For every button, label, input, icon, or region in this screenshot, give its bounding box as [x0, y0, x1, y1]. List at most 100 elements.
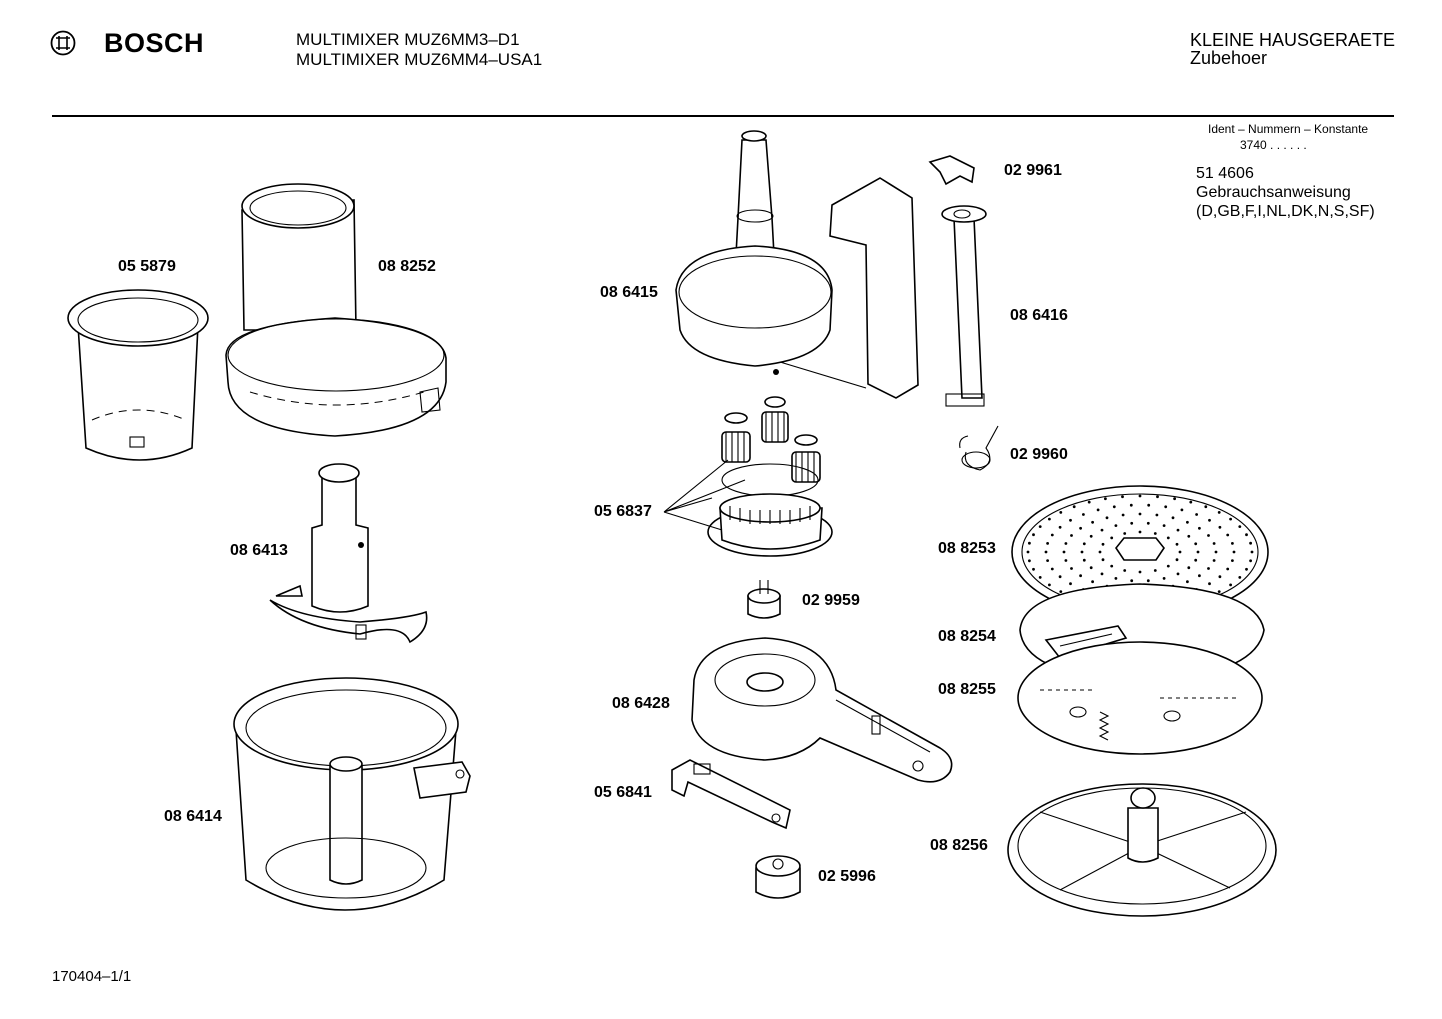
grater-hole [1112, 505, 1116, 509]
grater-hole [1032, 567, 1035, 571]
grater-hole [1089, 534, 1093, 538]
part-088256-disc-carrier [1007, 783, 1277, 917]
part-029961-clip [928, 155, 975, 186]
grater-hole [1114, 524, 1118, 527]
grater-hole [1162, 577, 1166, 580]
grater-hole [1098, 550, 1102, 554]
grater-hole [1064, 559, 1068, 562]
category: KLEINE HAUSGERAETE [1190, 30, 1396, 50]
grater-hole [1072, 505, 1076, 509]
grater-hole [1138, 494, 1142, 498]
grater-hole [1194, 558, 1198, 562]
grater-hole [1226, 567, 1230, 571]
grater-hole [1138, 530, 1142, 534]
grater-hole [1082, 542, 1086, 546]
document-languages: (D,GB,F,I,NL,DK,N,S,SF) [1196, 203, 1375, 220]
part-label-086415: 08 6415 [600, 284, 658, 301]
grater-hole [1176, 528, 1180, 532]
grater-hole [1196, 550, 1200, 554]
grater-hole [1232, 550, 1236, 554]
grater-hole [1089, 566, 1093, 570]
grater-hole [1166, 536, 1170, 540]
grater-hole [1156, 495, 1159, 499]
grater-hole [1048, 517, 1051, 521]
grater-hole [1146, 521, 1150, 525]
part-086416-pusher-rod [941, 205, 987, 407]
grater-hole [1110, 536, 1114, 540]
grater-hole [1249, 541, 1252, 545]
part-label-029960: 02 9960 [1010, 446, 1068, 463]
grater-hole [1101, 542, 1105, 546]
grater-hole [1096, 508, 1100, 512]
grater-hole [1249, 559, 1252, 563]
part-086428-base-housing [691, 637, 953, 783]
grater-hole [1058, 575, 1062, 579]
grater-hole [1058, 525, 1062, 529]
grater-hole [1028, 541, 1031, 545]
grater-hole [1208, 582, 1211, 586]
grater-hole [1207, 567, 1210, 570]
model-line-1: MULTIMIXER MUZ6MM3–D1 [296, 30, 520, 49]
grater-hole [1212, 542, 1216, 545]
grater-hole [1123, 569, 1127, 572]
model-line-2: MULTIMIXER MUZ6MM4–USA1 [296, 50, 543, 69]
grater-hole [1138, 570, 1142, 574]
grater-hole [1189, 500, 1193, 504]
grater-hole [1147, 503, 1151, 507]
part-088253-grating-disc [1011, 485, 1269, 619]
grater-hole [1164, 505, 1168, 509]
grater-hole [1046, 542, 1049, 545]
grater-hole [1207, 534, 1210, 537]
part-label-056841: 05 6841 [594, 784, 652, 801]
grater-hole [1080, 550, 1084, 554]
grater-hole [1070, 534, 1073, 537]
grater-hole [1195, 513, 1198, 516]
grater-hole [1238, 525, 1242, 528]
grater-hole [1050, 533, 1054, 537]
grater-hole [1100, 528, 1104, 532]
grater-hole [1044, 550, 1048, 554]
grater-hole [1238, 576, 1242, 579]
grater-hole [1187, 566, 1191, 570]
grater-hole [1245, 533, 1248, 537]
grater-hole [1245, 567, 1248, 571]
grater-hole [1153, 569, 1157, 572]
grater-hole [1187, 534, 1191, 538]
grater-hole [1231, 542, 1234, 545]
grater-hole [1212, 559, 1216, 562]
grater-hole [1038, 525, 1042, 528]
grater-hole [1178, 550, 1182, 554]
part-029959-coupling [747, 580, 781, 619]
grater-hole [1214, 550, 1218, 554]
grater-hole [1069, 518, 1072, 522]
part-label-088254: 08 8254 [938, 628, 996, 645]
grater-hole [1194, 542, 1198, 546]
grater-hole [1138, 512, 1142, 516]
grater-hole [1198, 574, 1201, 578]
ident-value: 3740 . . . . . . [1240, 138, 1307, 152]
document-number: 51 4606 [1196, 165, 1254, 182]
grater-hole [1229, 517, 1232, 521]
header-divider [52, 115, 1394, 117]
grater-hole [1105, 516, 1109, 520]
part-086413-blade-insert [269, 463, 428, 644]
grater-hole [1059, 590, 1063, 593]
grater-hole [1130, 579, 1134, 583]
grater-hole [1218, 575, 1222, 579]
grater-hole [1091, 520, 1094, 524]
grater-hole [1198, 526, 1201, 530]
part-label-088256: 08 8256 [930, 837, 988, 854]
grater-hole [1026, 550, 1030, 554]
grater-hole [1171, 516, 1175, 520]
part-088255-julienne-disc [1017, 641, 1263, 755]
part-056837-gear-set [663, 396, 833, 557]
part-label-086414: 08 6414 [164, 808, 222, 825]
part-086414-work-bowl [233, 677, 471, 911]
grater-hole [1155, 513, 1159, 517]
grater-hole [1173, 497, 1176, 501]
part-025996-knob [755, 855, 801, 899]
grater-hole [1208, 518, 1211, 522]
grater-hole [1101, 558, 1105, 562]
part-label-029961: 02 9961 [1004, 162, 1062, 179]
part-label-088252: 08 8252 [378, 258, 436, 275]
